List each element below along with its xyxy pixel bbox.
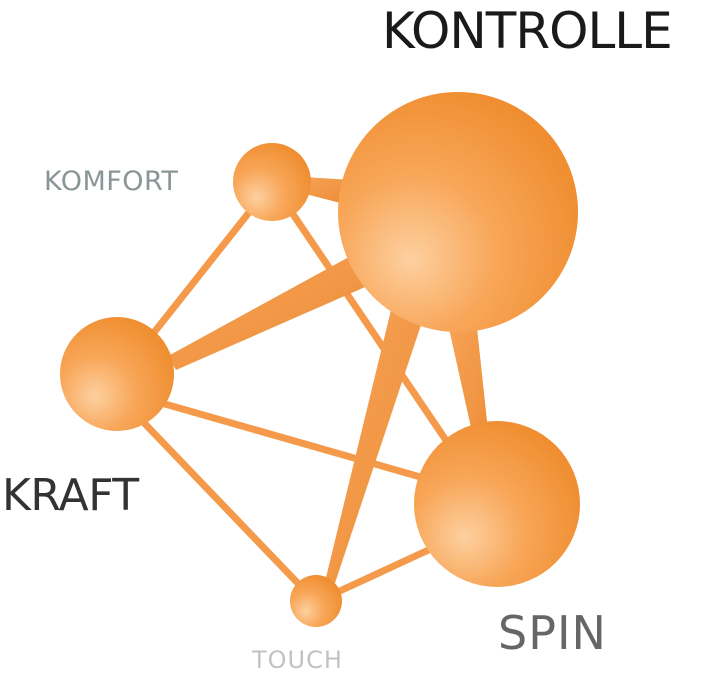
spheres — [60, 92, 580, 627]
sphere-touch — [290, 575, 342, 627]
sphere-spin — [414, 421, 580, 587]
connector-touch-kontrolle — [322, 306, 426, 594]
sphere-komfort — [233, 143, 311, 221]
label-kontrolle: KONTROLLE — [382, 2, 673, 60]
connector-kraft-spin — [126, 390, 470, 494]
sphere-kontrolle — [338, 92, 578, 332]
label-spin: SPIN — [498, 606, 607, 660]
connector-komfort-spin — [278, 194, 462, 462]
sphere-kraft — [60, 317, 174, 431]
label-komfort: KOMFORT — [44, 166, 179, 197]
connector-kraft-kontrolle — [168, 252, 372, 370]
label-touch: TOUCH — [252, 646, 343, 674]
connector-kraft-touch — [120, 398, 316, 602]
label-kraft: KRAFT — [2, 470, 139, 521]
